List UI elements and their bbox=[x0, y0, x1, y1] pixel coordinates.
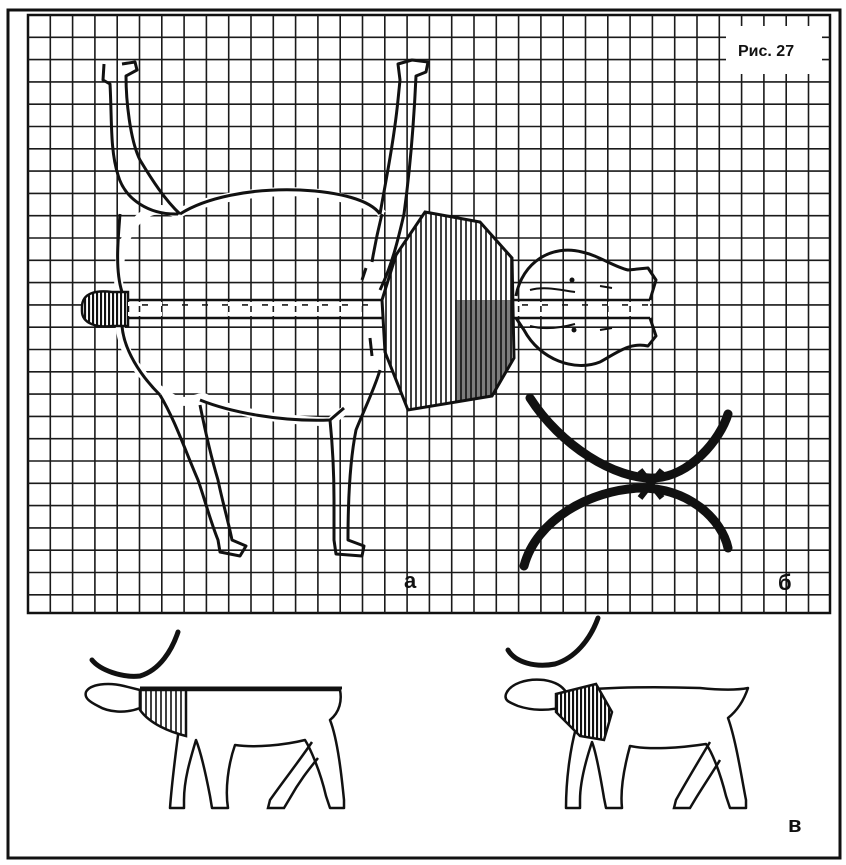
figure-caption: Рис. 27 bbox=[738, 43, 794, 60]
label-a: а bbox=[404, 568, 417, 593]
head-eye-bottom bbox=[572, 328, 577, 333]
pelt-tail bbox=[82, 291, 128, 326]
label-b: б bbox=[778, 570, 792, 595]
caption-box: Рис. 27 bbox=[726, 26, 822, 74]
label-v: в bbox=[788, 812, 802, 837]
head-eye-top bbox=[570, 278, 575, 283]
